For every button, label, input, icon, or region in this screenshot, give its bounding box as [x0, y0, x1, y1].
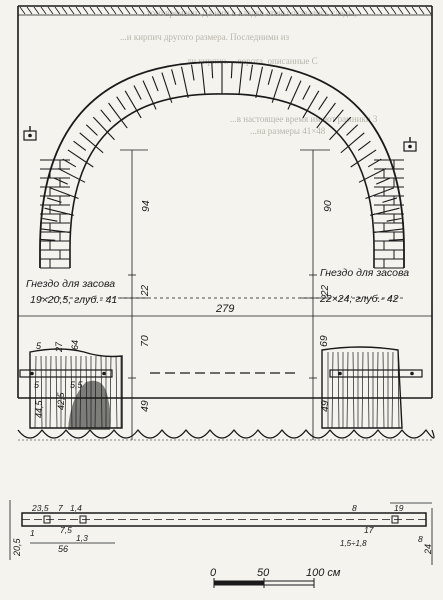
door-leaf-right	[321, 346, 403, 429]
nest-left-size: 19×20,5; глуб.- 41	[30, 294, 117, 306]
plan-17: 17	[364, 525, 374, 535]
dim-right-upper: 90	[322, 200, 334, 212]
plan-1-5-1-8: 1,5÷1,8	[340, 539, 367, 548]
scale-tick-100: 100 см	[306, 567, 341, 579]
nest-right-title: Гнездо для засова	[320, 267, 409, 279]
plan-20-5: 20,5	[12, 537, 22, 557]
brick-arch	[39, 61, 405, 268]
plan-view	[9, 500, 433, 565]
bg-line-5: ...на размеры 41×48	[250, 126, 326, 136]
dim-left-70: 70	[139, 335, 151, 347]
dimension-lines	[17, 149, 433, 440]
dim-64: 64	[70, 340, 80, 350]
bg-line-3: ...ли кирпич. ...ворота, описанные С	[180, 56, 318, 66]
plan-19: 19	[394, 503, 404, 513]
plan-56: 56	[58, 544, 68, 554]
dim-5a: 5	[36, 341, 42, 351]
scale-bar: 0 50 100 см	[210, 567, 341, 588]
plan-8b: 8	[418, 534, 423, 544]
nest-left-title: Гнездо для засова	[26, 278, 115, 290]
dim-44-5: 44,5	[34, 399, 44, 418]
bolt-bar	[19, 369, 423, 378]
background-text: ...того времени. Да ним в кладке стены о…	[120, 8, 378, 136]
dim-right-mid: 22	[320, 284, 331, 297]
pier-courses	[40, 159, 404, 269]
dim-right-69: 69	[318, 335, 330, 347]
plan-7-5: 7,5	[60, 525, 72, 535]
scale-tick-0: 0	[210, 567, 217, 579]
plan-8: 8	[352, 503, 357, 513]
dim-27: 27	[54, 341, 64, 353]
top-hatch-band	[18, 5, 432, 16]
dim-left-upper: 94	[140, 200, 152, 212]
dim-right-49: 49	[319, 400, 331, 412]
dim-width: 279	[215, 303, 234, 315]
plan-23-5: 23,5	[31, 503, 49, 513]
scale-tick-50: 50	[257, 567, 270, 579]
pin-right	[403, 137, 417, 152]
dim-left-49: 49	[139, 400, 151, 412]
bg-line-2: ...и кирпич другого размера. Последними …	[120, 32, 290, 42]
bg-line-4: ...в настоящее время имеют рамники 3	[230, 114, 378, 124]
dim-left-mid: 22	[140, 284, 151, 297]
dim-42-5: 42,5	[56, 391, 66, 410]
ground-line	[17, 429, 435, 441]
nest-right-size: 22×24; глуб.- 42	[319, 293, 399, 305]
dim-5-5: 5,5	[70, 380, 84, 390]
plan-1-3: 1,3	[76, 533, 88, 543]
dim-5b: 5	[34, 380, 40, 390]
pin-left	[23, 126, 37, 141]
plan-1: 1	[30, 528, 35, 538]
plan-7: 7	[58, 503, 63, 513]
plan-1-4: 1,4	[70, 503, 82, 513]
plan-24: 24	[423, 544, 433, 555]
door-leaf-left	[29, 348, 123, 430]
